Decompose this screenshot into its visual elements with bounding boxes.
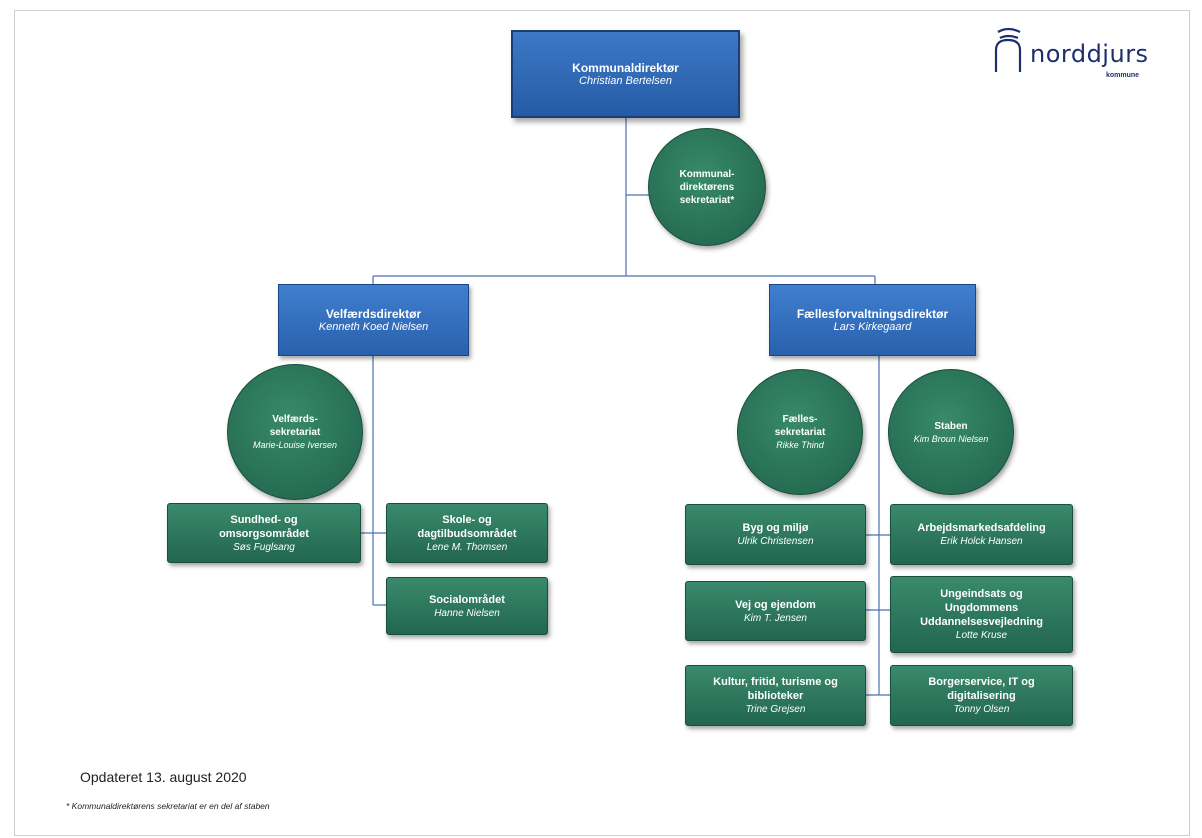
node-title: Sundhed- og omsorgsområdet: [219, 513, 309, 540]
unit-box-arbejdsmarked[interactable]: Arbejdsmarkedsafdeling Erik Holck Hansen: [890, 504, 1073, 565]
node-title: Kommunal- direktørens sekretariat*: [679, 168, 735, 206]
footnote: * Kommunaldirektørens sekretariat er en …: [66, 801, 270, 811]
node-title: Kommunaldirektør: [572, 60, 679, 75]
unit-box-borgerservice[interactable]: Borgerservice, IT og digitalisering Tonn…: [890, 665, 1073, 726]
node-title: Vej og ejendom: [735, 598, 816, 611]
node-person: Rikke Thind: [776, 440, 824, 450]
node-title: Ungeindsats og Ungdommens Uddannelsesvej…: [920, 588, 1043, 628]
node-person: Hanne Nielsen: [434, 607, 500, 619]
unit-box-social[interactable]: Socialområdet Hanne Nielsen: [386, 577, 548, 635]
node-person: Lars Kirkegaard: [833, 320, 912, 333]
node-person: Christian Bertelsen: [579, 74, 672, 87]
unit-box-skole[interactable]: Skole- og dagtilbudsområdet Lene M. Thom…: [386, 503, 548, 563]
unit-box-ungeindsats[interactable]: Ungeindsats og Ungdommens Uddannelsesvej…: [890, 576, 1073, 653]
node-title: Byg og miljø: [742, 522, 809, 534]
logo-wordmark: norddjurs: [1030, 40, 1149, 68]
node-person: Tonny Olsen: [953, 704, 1010, 715]
staben-circle[interactable]: Staben Kim Broun Nielsen: [888, 369, 1014, 495]
node-title: Socialområdet: [429, 593, 505, 606]
updated-date: Opdateret 13. august 2020: [80, 769, 247, 785]
node-title: Fællesforvaltningsdirektør: [796, 306, 949, 321]
node-person: Lotte Kruse: [955, 630, 1008, 641]
node-person: Kenneth Koed Nielsen: [318, 320, 429, 333]
node-person: Søs Fuglsang: [233, 541, 295, 553]
node-person: Ulrik Christensen: [737, 536, 814, 547]
node-title: Velfærds- sekretariat: [269, 414, 321, 438]
node-person: Marie-Louise Iversen: [252, 440, 338, 450]
node-title: Velfærdsdirektør: [325, 306, 422, 321]
faellessekretariat-circle[interactable]: Fælles- sekretariat Rikke Thind: [737, 369, 863, 495]
unit-box-sundhed[interactable]: Sundhed- og omsorgsområdet Søs Fuglsang: [167, 503, 361, 563]
norddjurs-logo-icon: [994, 27, 1022, 72]
kommunaldirektorens-sekretariat-circle[interactable]: Kommunal- direktørens sekretariat*: [648, 128, 766, 246]
node-person: Kim T. Jensen: [744, 612, 807, 624]
unit-box-byg-miljo[interactable]: Byg og miljø Ulrik Christensen: [685, 504, 866, 565]
node-title: Arbejdsmarkedsafdeling: [917, 522, 1046, 534]
node-title: Staben: [934, 420, 968, 432]
velfaerdssekretariat-circle[interactable]: Velfærds- sekretariat Marie-Louise Ivers…: [227, 364, 363, 500]
kommunaldirektor-box[interactable]: Kommunaldirektør Christian Bertelsen: [511, 30, 740, 118]
node-person: Trine Grejsen: [745, 704, 806, 715]
node-person: Kim Broun Nielsen: [913, 433, 989, 444]
node-person: Lene M. Thomsen: [426, 541, 508, 553]
node-title: Fælles- sekretariat: [774, 414, 826, 438]
velfaerdsdirektor-box[interactable]: Velfærdsdirektør Kenneth Koed Nielsen: [278, 284, 469, 356]
unit-box-vej-ejendom[interactable]: Vej og ejendom Kim T. Jensen: [685, 581, 866, 641]
node-person: Erik Holck Hansen: [940, 536, 1023, 547]
node-title: Skole- og dagtilbudsområdet: [417, 513, 517, 540]
node-title: Borgerservice, IT og digitalisering: [928, 676, 1035, 702]
unit-box-kultur[interactable]: Kultur, fritid, turisme og biblioteker T…: [685, 665, 866, 726]
node-title: Kultur, fritid, turisme og biblioteker: [713, 676, 838, 702]
logo-subtitle: kommune: [1106, 72, 1140, 79]
faellesforvaltningsdirektor-box[interactable]: Fællesforvaltningsdirektør Lars Kirkegaa…: [769, 284, 976, 356]
